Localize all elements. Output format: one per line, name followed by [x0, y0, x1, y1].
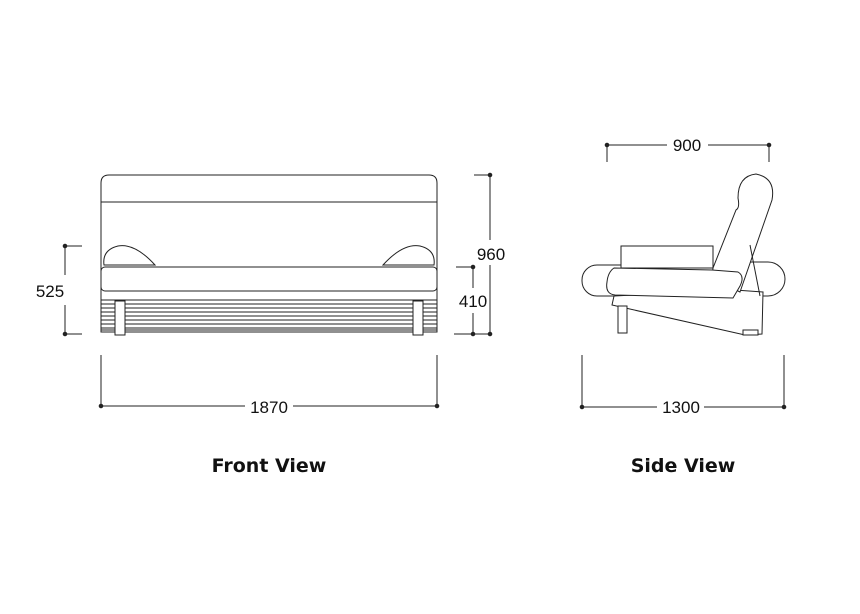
front-dimension-lines [62, 172, 493, 409]
side-back-cushion [620, 245, 714, 269]
side-front-leg [617, 305, 628, 334]
left-leg [114, 300, 126, 336]
side-back-leg [742, 329, 759, 336]
seat-cushion [100, 266, 438, 292]
side-view-sofa [581, 173, 786, 336]
slatted-base [100, 299, 438, 331]
dim-total-height: 960 [477, 245, 505, 264]
dim-total-depth: 1300 [662, 398, 700, 417]
side-dimension-lines [579, 142, 787, 410]
dim-seat-arm-height: 525 [36, 282, 64, 301]
right-armrest [381, 245, 435, 266]
side-view-title: Side View [631, 455, 736, 477]
dim-width: 1870 [250, 398, 288, 417]
side-backrest [711, 173, 774, 293]
left-armrest [103, 245, 157, 266]
right-leg [412, 300, 424, 336]
front-view-title: Front View [212, 455, 327, 477]
front-view-sofa [100, 174, 438, 336]
dim-seat-depth: 900 [673, 136, 701, 155]
side-seat [606, 267, 743, 299]
dim-seat-height: 410 [459, 292, 487, 311]
